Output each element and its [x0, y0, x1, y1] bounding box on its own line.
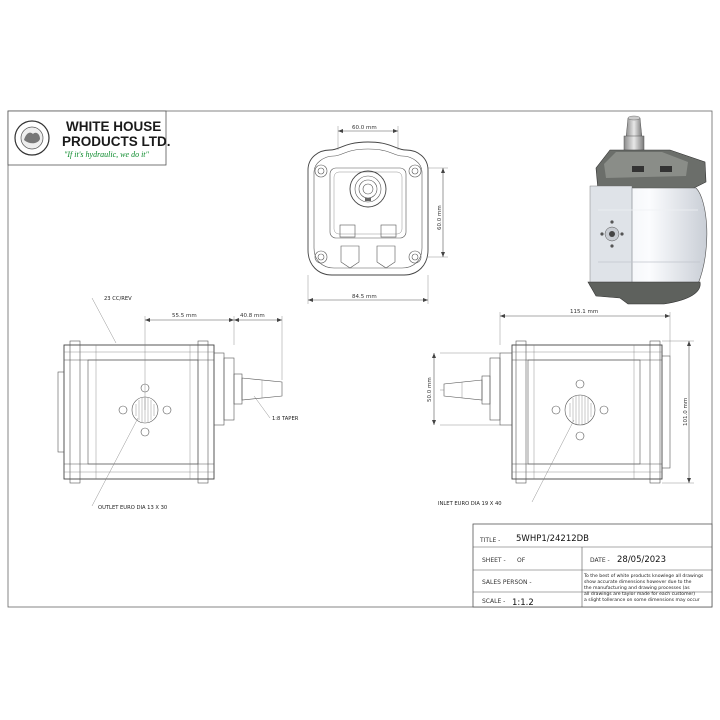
right-side-view: 115.1 mm 101.0 mm 50.0 mm INLET EURO DIA…	[427, 309, 694, 507]
company-slogan: "If it's hydraulic, we do it"	[64, 150, 150, 159]
sheet-border	[7, 110, 713, 608]
taper-label: 1:8 TAPER	[272, 416, 299, 422]
outlet-label: OUTLET EURO DIA 13 X 30	[98, 505, 167, 511]
dim-right-shaft-height: 50.0 mm	[427, 377, 433, 402]
disclaimer-note: To the best of white products knowlege a…	[583, 573, 704, 603]
date-value: 28/05/2023	[617, 555, 666, 565]
disclaimer-line: all drawings are taylor made for each cu…	[584, 591, 695, 597]
title-value: 5WHP1/24212DB	[516, 534, 589, 544]
company-logo: WHITE HOUSE PRODUCTS LTD. "If it's hydra…	[7, 110, 171, 166]
disclaimer-line: To the best of white products knowlege a…	[583, 573, 704, 579]
company-seal	[14, 120, 50, 156]
front-view: 60.0 mm 60.0 mm 84.5 mm	[307, 125, 448, 304]
company-name-line1: WHITE HOUSE	[66, 119, 161, 134]
sheet-of: OF	[517, 557, 526, 564]
left-side-view: 55.5 mm 40.8 mm 23 CC/REV 1:8 TAPER OUTL…	[57, 296, 299, 511]
dim-left-body: 55.5 mm	[172, 313, 197, 319]
sheet-label: SHEET -	[482, 557, 506, 564]
dim-right-height: 101.0 mm	[683, 398, 689, 426]
title-label: TITLE -	[479, 537, 500, 544]
disclaimer-line: a slight tollerance on some dimensions m…	[584, 597, 700, 603]
disclaimer-line: the manufacturing and drawing processes …	[584, 585, 690, 591]
disclaimer-line: show accurate dimensions however due to …	[584, 579, 692, 585]
title-block: TITLE - 5WHP1/24212DB SHEET - OF DATE - …	[472, 523, 713, 608]
date-label: DATE -	[590, 557, 610, 564]
inlet-label: INLET EURO DIA 19 X 40	[438, 501, 502, 507]
displacement-label: 23 CC/REV	[104, 296, 132, 302]
dim-front-width-bottom: 84.5 mm	[352, 294, 377, 300]
scale-label: SCALE -	[482, 598, 505, 605]
pump-3d-render	[587, 115, 708, 305]
sales-person-label: SALES PERSON -	[482, 579, 532, 586]
dim-front-width-top: 60.0 mm	[352, 125, 377, 131]
dim-right-length: 115.1 mm	[570, 309, 598, 315]
scale-value: 1:1.2	[512, 598, 534, 608]
dim-front-height: 60.0 mm	[437, 205, 443, 230]
dim-left-shaft: 40.8 mm	[240, 313, 265, 319]
company-name-line2: PRODUCTS LTD.	[62, 134, 171, 149]
